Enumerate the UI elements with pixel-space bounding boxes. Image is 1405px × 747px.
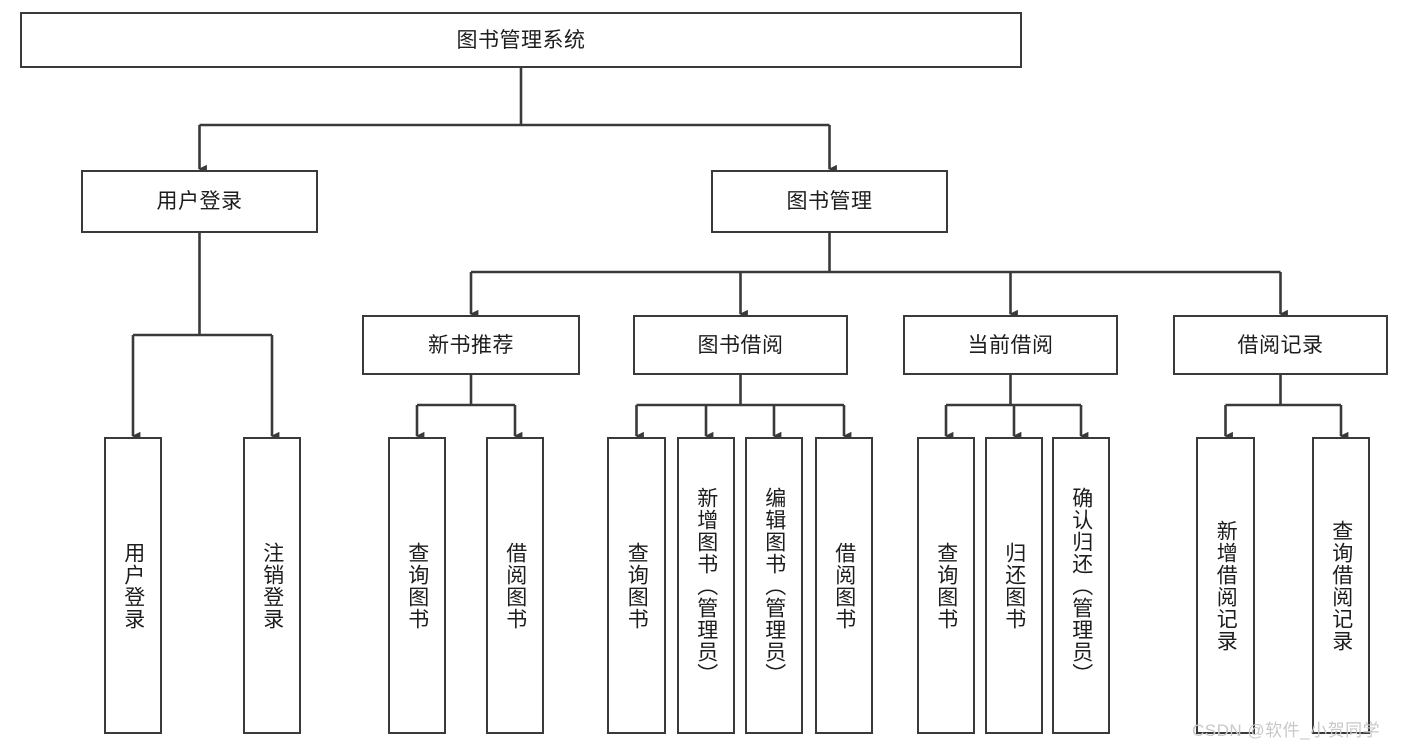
node-label-leaf-confirm-return: 确认归还（管理员） — [1069, 486, 1093, 685]
node-label-borrow-record: 借阅记录 — [1237, 333, 1324, 357]
node-leaf-add-record[interactable]: 新增借阅记录 — [1196, 437, 1255, 734]
node-leaf-edit-book[interactable]: 编辑图书（管理员） — [745, 437, 803, 734]
node-label-leaf-query-book: 查询图书 — [625, 541, 649, 630]
node-leaf-borrow-book[interactable]: 借阅图书 — [815, 437, 873, 734]
node-root[interactable]: 图书管理系统 — [20, 12, 1022, 68]
node-leaf-add-book[interactable]: 新增图书（管理员） — [677, 437, 735, 734]
node-label-leaf-add-record: 新增借阅记录 — [1214, 519, 1238, 652]
node-label-leaf-user-login: 用户登录 — [121, 541, 145, 630]
node-leaf-query-book[interactable]: 查询图书 — [607, 437, 666, 734]
node-label-leaf-borrow-book: 借阅图书 — [832, 541, 856, 630]
node-borrow-record[interactable]: 借阅记录 — [1173, 315, 1388, 375]
node-label-leaf-add-book: 新增图书（管理员） — [694, 486, 718, 685]
node-new-book-recommend[interactable]: 新书推荐 — [362, 315, 580, 375]
node-label-leaf-query-book-cur: 查询图书 — [934, 541, 958, 630]
node-label-leaf-query-record: 查询借阅记录 — [1329, 519, 1353, 652]
edge-group — [131, 68, 1349, 441]
node-current-borrow[interactable]: 当前借阅 — [903, 315, 1118, 375]
node-leaf-query-record[interactable]: 查询借阅记录 — [1312, 437, 1370, 734]
node-leaf-return-book[interactable]: 归还图书 — [985, 437, 1043, 734]
node-label-book-manage: 图书管理 — [786, 190, 873, 213]
node-leaf-query-book-cur[interactable]: 查询图书 — [917, 437, 975, 734]
node-leaf-user-logout[interactable]: 注销登录 — [243, 437, 301, 734]
node-label-leaf-return-book: 归还图书 — [1002, 541, 1026, 630]
node-label-leaf-borrow-book-rec: 借阅图书 — [503, 541, 527, 630]
node-label-root: 图书管理系统 — [456, 28, 586, 52]
node-leaf-user-login[interactable]: 用户登录 — [104, 437, 162, 734]
node-leaf-query-book-rec[interactable]: 查询图书 — [388, 437, 446, 734]
watermark-label: CSDN @软件_小贺同学 — [1192, 721, 1381, 740]
node-leaf-borrow-book-rec[interactable]: 借阅图书 — [486, 437, 544, 734]
node-label-book-borrow: 图书借阅 — [697, 333, 784, 357]
node-label-current-borrow: 当前借阅 — [967, 333, 1054, 357]
node-label-leaf-user-logout: 注销登录 — [260, 541, 284, 630]
node-label-user-login: 用户登录 — [156, 190, 243, 213]
node-label-leaf-edit-book: 编辑图书（管理员） — [762, 486, 786, 685]
node-book-borrow[interactable]: 图书借阅 — [633, 315, 848, 375]
node-user-login[interactable]: 用户登录 — [81, 170, 318, 233]
node-label-leaf-query-book-rec: 查询图书 — [405, 541, 429, 630]
node-label-new-book-recommend: 新书推荐 — [428, 333, 514, 357]
node-book-manage[interactable]: 图书管理 — [711, 170, 948, 233]
node-leaf-confirm-return[interactable]: 确认归还（管理员） — [1052, 437, 1110, 734]
